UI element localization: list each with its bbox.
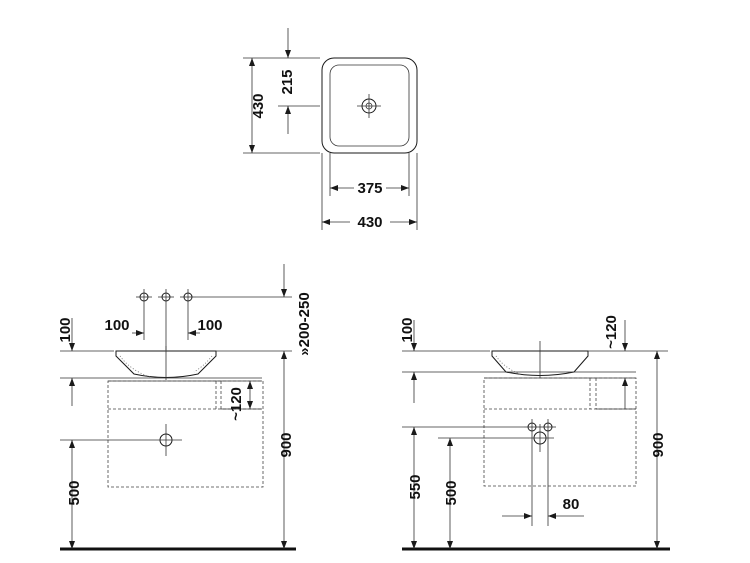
dim-label-bowl-height-front: 100: [57, 317, 74, 342]
cabinet-outline-front: [107, 380, 264, 488]
dim-bowl-height-side: 100: [399, 317, 417, 403]
top-view: 430 215 375 430: [243, 28, 418, 231]
dim-depth-half: 215: [279, 28, 296, 134]
basin-outline-top: [321, 57, 418, 154]
dim-label-tap-height-range: »200-250: [296, 292, 313, 355]
dim-label-cabinet-gap-front: ~120: [228, 387, 245, 421]
dim-label-bowl-height-side: 100: [399, 317, 416, 342]
dim-tap-height-range: »200-250: [281, 264, 313, 356]
supply-valves-icon: [524, 419, 556, 435]
dim-depth-total: 430: [249, 58, 267, 153]
dim-label-tap-spacing-left: 100: [104, 317, 129, 334]
side-view: 100 ~120: [399, 315, 670, 551]
dim-label-depth-total: 430: [250, 93, 267, 118]
basin-inner-rim: [329, 64, 410, 147]
dim-label-waste-height-front: 500: [66, 480, 83, 505]
dim-label-total-height-front: 900: [278, 432, 295, 457]
front-view: 100 100 100: [57, 264, 313, 551]
dim-waste-height-front: 500: [66, 440, 83, 549]
dim-waste-height-side: 500: [443, 438, 460, 549]
dim-bowl-height-front: 100: [57, 317, 75, 406]
dim-outer-width: 430: [322, 214, 417, 231]
dim-label-outer-width: 430: [357, 214, 382, 231]
dim-label-total-height-side: 900: [650, 432, 667, 457]
dim-label-supply-height-side: 550: [407, 474, 424, 499]
waste-outlet-icon: [150, 424, 182, 456]
dim-label-waste-height-side: 500: [443, 480, 460, 505]
waste-outlet-side-icon: [526, 424, 554, 452]
dim-label-inner-width: 375: [357, 180, 382, 197]
dim-supply-height-side: 550: [407, 427, 424, 549]
dim-label-tap-spacing-right: 100: [197, 317, 222, 334]
dim-valve-spacing: 80: [502, 496, 584, 519]
dim-tap-spacing-left: 100: [104, 317, 144, 336]
dim-total-height-side: 900: [650, 351, 667, 549]
dim-cabinet-gap-side: ~120: [603, 315, 628, 409]
dim-inner-width: 375: [330, 180, 409, 197]
dim-label-valve-spacing: 80: [563, 496, 580, 513]
cabinet-outline-side: [483, 377, 637, 487]
tap-holes-icon: [136, 289, 196, 305]
dim-cabinet-gap-front: ~120: [228, 381, 253, 421]
dim-label-cabinet-gap-side: ~120: [603, 315, 620, 349]
drain-icon: [357, 94, 381, 118]
dim-label-depth-half: 215: [279, 69, 296, 94]
dim-tap-spacing-right: 100: [188, 317, 223, 336]
dim-total-height-front: 900: [278, 351, 295, 549]
